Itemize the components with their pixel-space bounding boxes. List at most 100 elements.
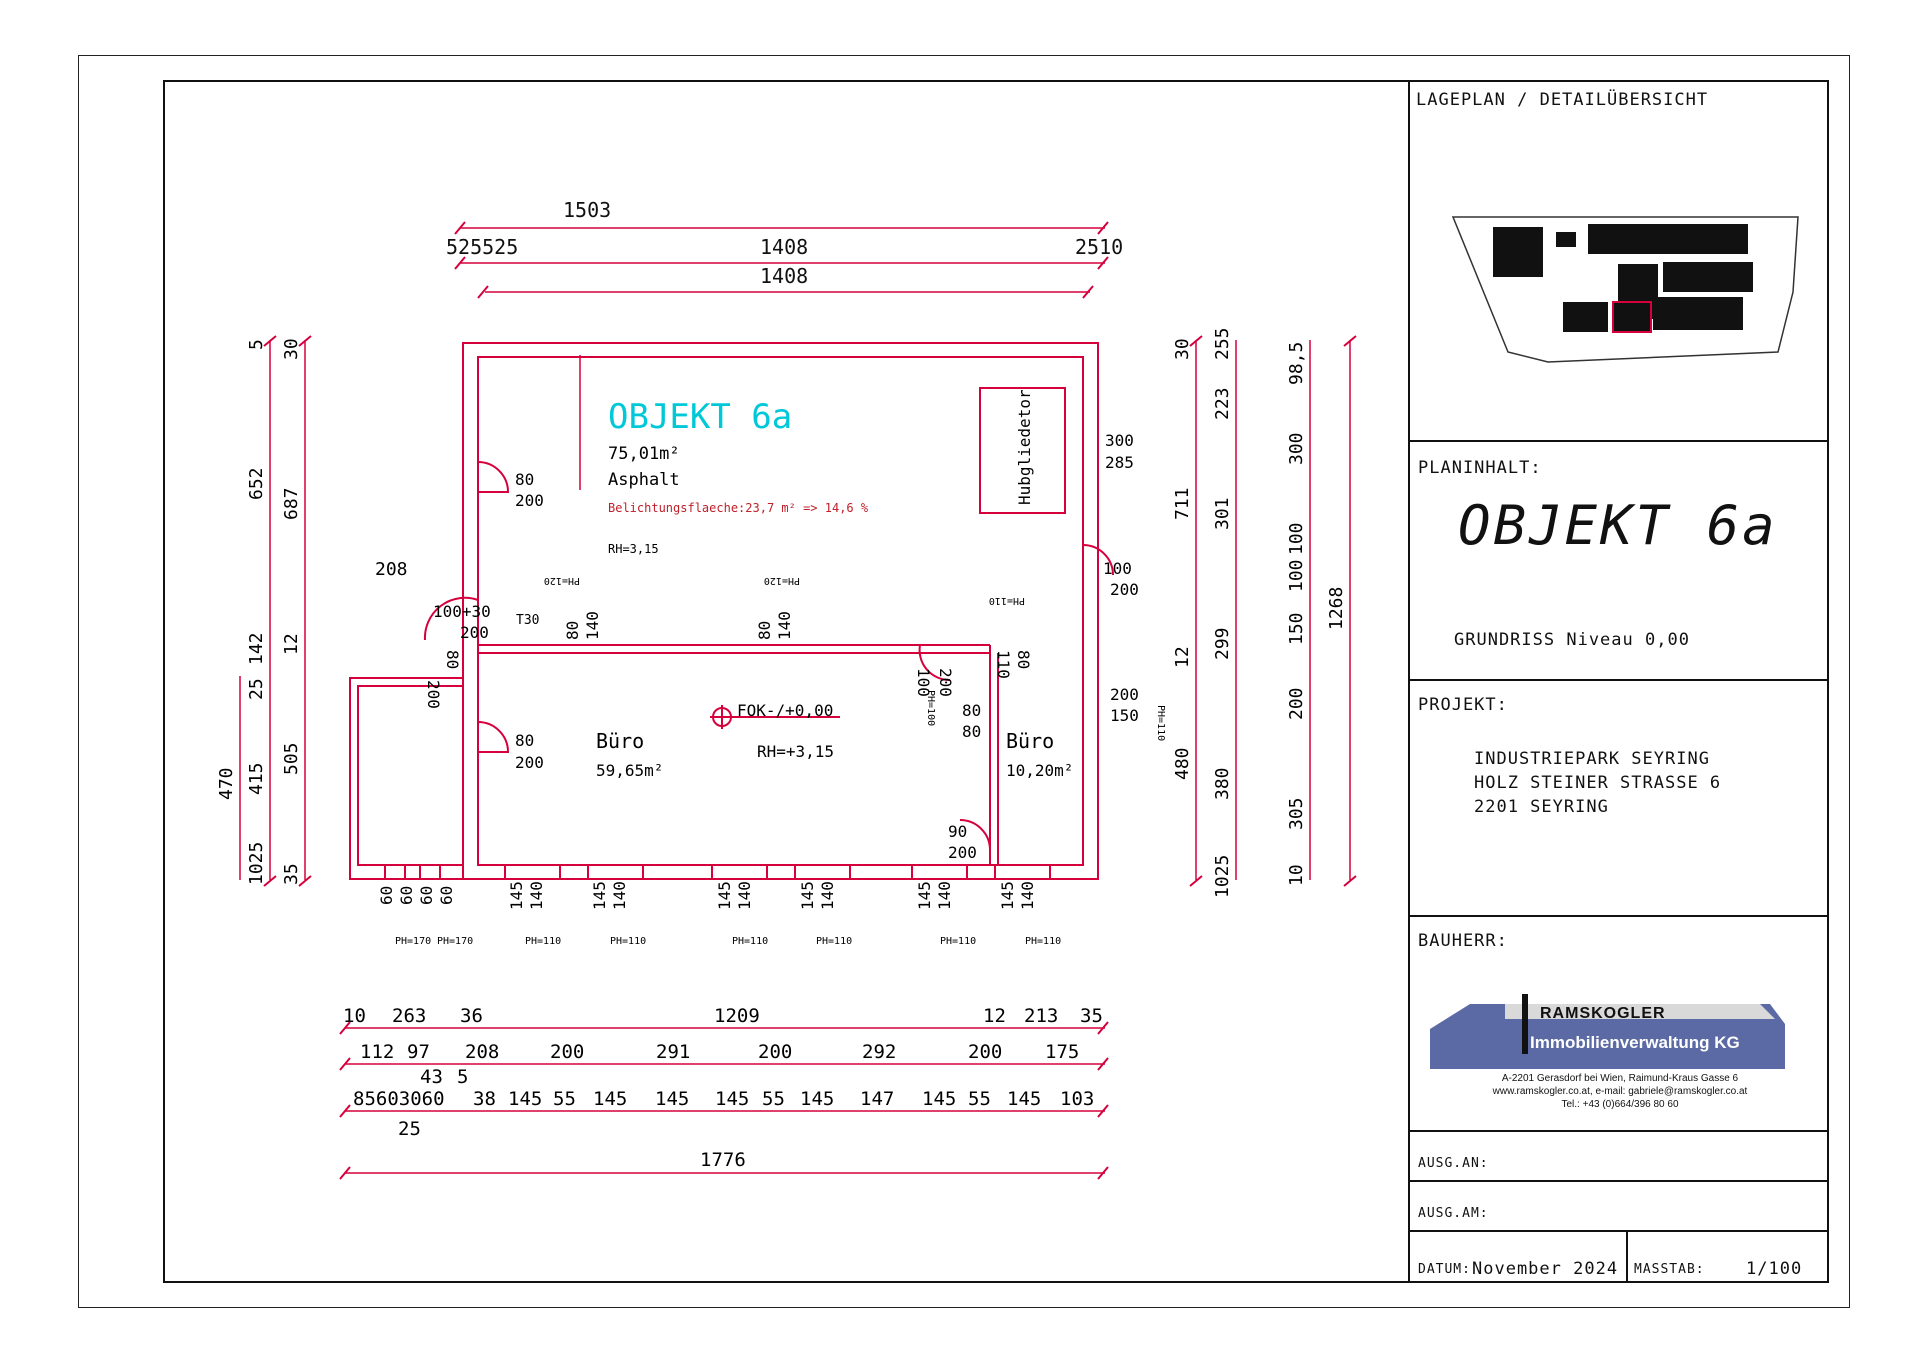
svg-text:12: 12 [983,1005,1006,1027]
drawing-frame [163,80,1829,1283]
dim-right-480: 480 [1172,747,1193,780]
bauherr-label: BAUHERR: [1418,931,1508,951]
svg-text:80: 80 [1014,650,1033,669]
ausg-an-section: AUSG.AN: [1410,1132,1829,1182]
svg-text:60: 60 [417,886,436,905]
dim-left-30: 30 [281,338,302,360]
svg-text:200: 200 [936,668,955,697]
svg-text:112: 112 [360,1041,394,1063]
svg-text:90: 90 [948,822,967,841]
svg-text:145: 145 [915,881,934,910]
dim-left-142: 142 [246,632,267,665]
dim-right-223: 223 [1212,387,1233,420]
dim-left-415: 415 [246,762,267,795]
svg-text:145: 145 [922,1088,956,1110]
dim-right-150: 150 [1286,612,1307,645]
svg-text:38: 38 [473,1088,496,1110]
projekt-section: PROJEKT: INDUSTRIEPARK SEYRING HOLZ STEI… [1410,681,1829,917]
svg-text:55: 55 [762,1088,785,1110]
dim-right-711: 711 [1172,487,1193,520]
svg-text:145: 145 [715,881,734,910]
svg-text:140: 140 [735,881,754,910]
planinhalt-value: OBJEKT 6a [1458,494,1778,557]
dim-right-305: 305 [1286,797,1307,830]
svg-text:140: 140 [935,881,954,910]
svg-text:110: 110 [994,650,1013,679]
svg-text:PH=110: PH=110 [1155,705,1166,741]
svg-text:80: 80 [515,470,534,489]
svg-text:35: 35 [1080,1005,1103,1027]
dim-1408-b: 1408 [760,264,808,288]
site-plan-thumbnail [1451,216,1799,363]
masstab-value: 1/100 [1746,1259,1803,1279]
dim-left-652: 652 [246,467,267,500]
dim-left-25: 25 [246,678,267,700]
dimension-lines [239,227,1351,1174]
svg-text:PH=120: PH=120 [544,575,580,586]
ausg-am-label: AUSG.AM: [1418,1206,1489,1221]
footer-section: DATUM: November 2024 MASSTAB: 1/100 [1410,1232,1829,1283]
svg-text:200: 200 [948,843,977,862]
svg-text:43: 43 [420,1066,443,1088]
lageplan-section: LAGEPLAN / DETAILÜBERSICHT [1410,80,1829,442]
tick-marks [263,221,1357,1180]
svg-text:200: 200 [424,680,443,709]
svg-text:100: 100 [1103,559,1132,578]
svg-text:PH=110: PH=110 [816,936,852,947]
hubgliedertor-box [979,387,1066,514]
svg-text:145: 145 [593,1088,627,1110]
dim-1503: 1503 [563,198,611,222]
dim-525525: 525525 [446,235,518,259]
svg-text:PH=110: PH=110 [940,936,976,947]
svg-text:80: 80 [755,621,774,640]
annex-inner [357,685,464,866]
dim-left-470: 470 [216,767,237,800]
svg-text:55: 55 [968,1088,991,1110]
svg-text:145: 145 [508,1088,542,1110]
svg-text:60: 60 [437,886,456,905]
window-dims: 60 60 60 60 145 140 145 140 145 140 145 … [377,881,1037,910]
svg-text:PH=170: PH=170 [437,936,473,947]
svg-text:55: 55 [553,1088,576,1110]
svg-text:PH=110: PH=110 [989,595,1025,606]
dim-right-301: 301 [1212,497,1233,530]
dim-right-200: 200 [1286,687,1307,720]
bottom-dims: 10 263 36 1209 12 213 35 112 97 208 200 … [343,1005,1103,1171]
svg-text:145: 145 [590,881,609,910]
window-marks [384,864,1051,880]
outer-wall [462,342,1099,880]
dim-left-1025: 1025 [246,842,267,885]
svg-text:200: 200 [515,753,544,772]
svg-text:80: 80 [443,650,462,669]
svg-text:150: 150 [1110,706,1139,725]
svg-text:147: 147 [860,1088,894,1110]
dim-left-12: 12 [281,633,302,655]
svg-text:140: 140 [527,881,546,910]
dim-left-5: 5 [246,339,267,350]
ramskogler-logo: RAMSKOGLER Immobilienverwaltung KG A-220… [1430,989,1790,1110]
dim-right-300: 300 [1286,432,1307,465]
svg-text:175: 175 [1045,1041,1079,1063]
svg-text:285: 285 [1105,453,1134,472]
svg-text:PH=170: PH=170 [395,936,431,947]
svg-text:PH=120: PH=120 [764,575,800,586]
room-area-office-2: 10,20m² [1006,761,1073,780]
svg-text:PH=110: PH=110 [610,936,646,947]
svg-text:PH=110: PH=110 [732,936,768,947]
svg-text:200: 200 [1110,580,1139,599]
t30-label: T30 [516,613,539,628]
svg-text:80: 80 [563,621,582,640]
svg-text:140: 140 [818,881,837,910]
svg-text:97: 97 [407,1041,430,1063]
svg-text:200: 200 [968,1041,1002,1063]
svg-text:208: 208 [375,559,408,580]
logo-phone: Tel.: +43 (0)664/396 80 60 [1561,1099,1679,1110]
sheet-border [78,55,1850,1308]
masstab-label: MASSTAB: [1634,1262,1705,1277]
dim-right-100-b: 100 [1286,559,1307,592]
dim-2510: 2510 [1075,235,1123,259]
logo-brand-top: RAMSKOGLER [1540,1005,1666,1022]
svg-text:140: 140 [775,611,794,640]
lageplan-title: LAGEPLAN / DETAILÜBERSICHT [1416,90,1709,110]
